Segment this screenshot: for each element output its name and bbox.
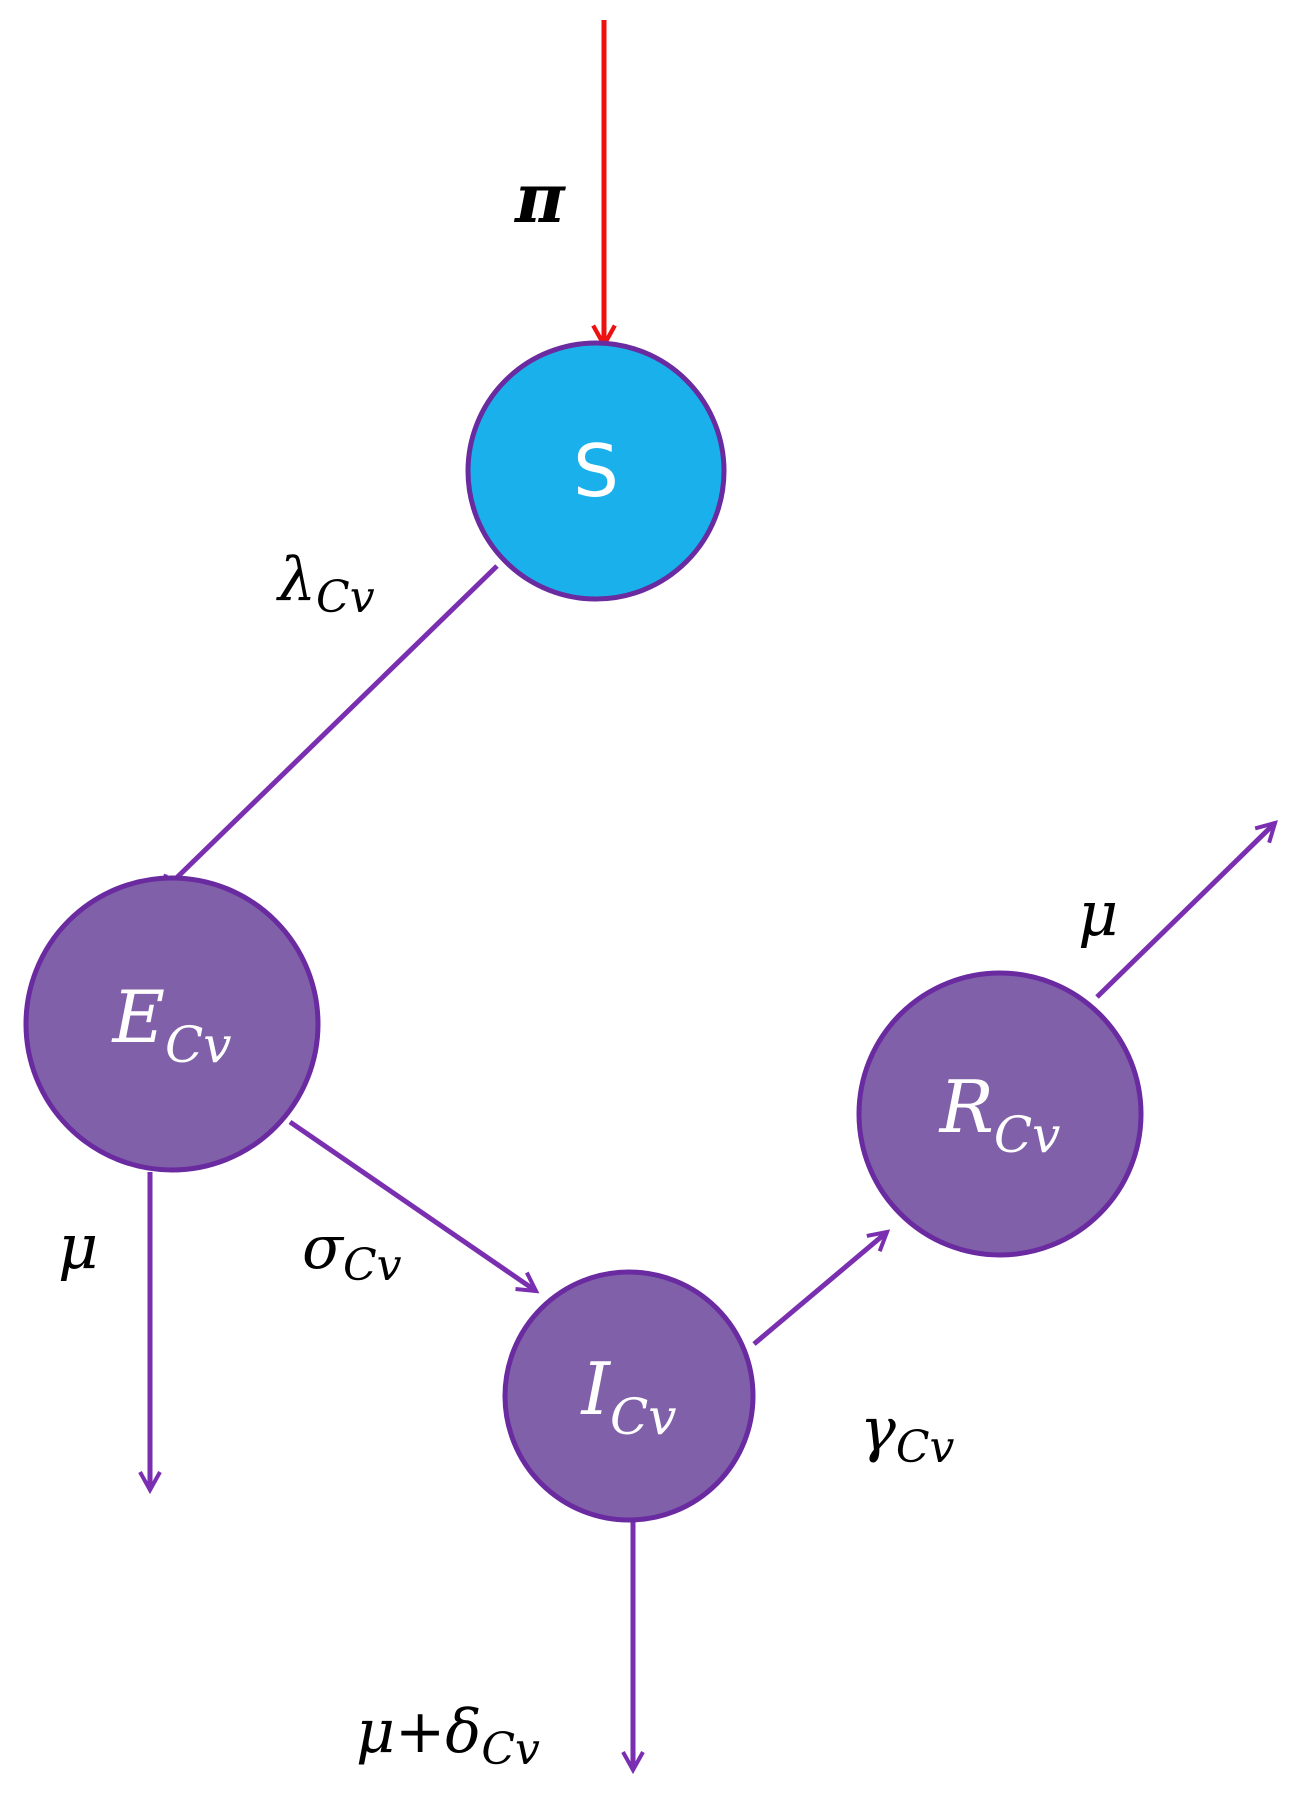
node-s: S bbox=[465, 340, 727, 602]
node-e-subscript: Cv bbox=[165, 1016, 232, 1074]
i-to-r-arrow bbox=[752, 1232, 887, 1346]
r-outflow-arrow bbox=[1095, 823, 1275, 999]
mu-e-label: μ bbox=[58, 1210, 98, 1283]
svg-text:γCv: γCv bbox=[860, 1395, 955, 1473]
node-r-subscript: Cv bbox=[994, 1106, 1061, 1164]
s-to-e-arrow bbox=[160, 564, 499, 894]
e-to-i-arrow bbox=[288, 1119, 536, 1291]
svg-text:ICv: ICv bbox=[580, 1347, 677, 1446]
svg-text:λCv: λCv bbox=[276, 545, 375, 623]
node-i-label: I bbox=[580, 1347, 612, 1431]
lambda-rate-label: λ bbox=[276, 545, 316, 615]
svg-text:σCv: σCv bbox=[302, 1213, 402, 1291]
sigma-rate-subscript: Cv bbox=[343, 1240, 402, 1291]
node-e: ECv bbox=[23, 875, 321, 1173]
node-s-label: S bbox=[573, 429, 619, 513]
node-i-subscript: Cv bbox=[610, 1388, 677, 1446]
gamma-rate-subscript: Cv bbox=[896, 1422, 955, 1473]
mu-r-label: μ bbox=[1078, 877, 1118, 950]
sigma-rate-label: σ bbox=[302, 1213, 345, 1283]
mu-delta-label: μ+δ bbox=[356, 1697, 481, 1767]
mu-delta-subscript: Cv bbox=[481, 1724, 540, 1775]
node-r-label: R bbox=[938, 1065, 994, 1149]
inflow-rate-label: π bbox=[513, 159, 566, 239]
svg-text:RCv: RCv bbox=[938, 1065, 1061, 1164]
node-i: ICv bbox=[502, 1269, 756, 1523]
svg-text:ECv: ECv bbox=[110, 975, 231, 1074]
svg-text:μ+δCv: μ+δCv bbox=[356, 1697, 540, 1775]
node-e-label: E bbox=[110, 975, 165, 1059]
lambda-rate-subscript: Cv bbox=[316, 572, 375, 623]
gamma-rate-label: γ bbox=[860, 1395, 896, 1465]
node-r: RCv bbox=[856, 970, 1144, 1258]
